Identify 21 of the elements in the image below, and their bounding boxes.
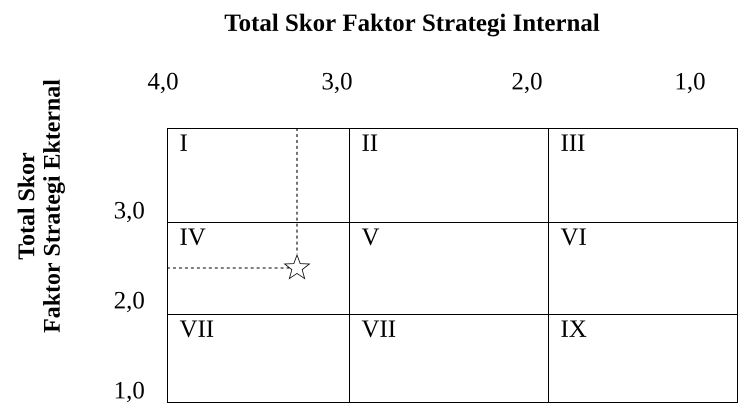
axis-tick-label: 3,0 [322, 72, 352, 94]
matrix-cell: VI [548, 222, 738, 315]
guide-line [296, 128, 298, 254]
matrix-cell: II [349, 128, 549, 223]
matrix-cell: I [167, 128, 350, 223]
axis-tick-label: 1,0 [676, 72, 705, 94]
axis-tick-label: 3,0 [114, 202, 144, 222]
chart-title: Total Skor Faktor Strategi Internal [224, 14, 600, 36]
axis-title: Total Skor [18, 152, 34, 260]
axis-tick-label: 2,0 [512, 72, 542, 94]
matrix-cell: VII [167, 314, 350, 403]
axis-tick-label: 1,0 [116, 382, 144, 402]
matrix-cell: III [548, 128, 738, 223]
guide-line [167, 267, 290, 269]
matrix-cell: IV [167, 222, 350, 315]
axis-title: Faktor Strategi Ekternal [43, 80, 65, 332]
matrix-cell: IX [548, 314, 738, 403]
axis-tick-label: 4,0 [148, 72, 178, 94]
matrix-cell: VII [349, 314, 549, 403]
matrix-cell: V [349, 222, 549, 315]
axis-tick-label: 2,0 [114, 292, 144, 312]
